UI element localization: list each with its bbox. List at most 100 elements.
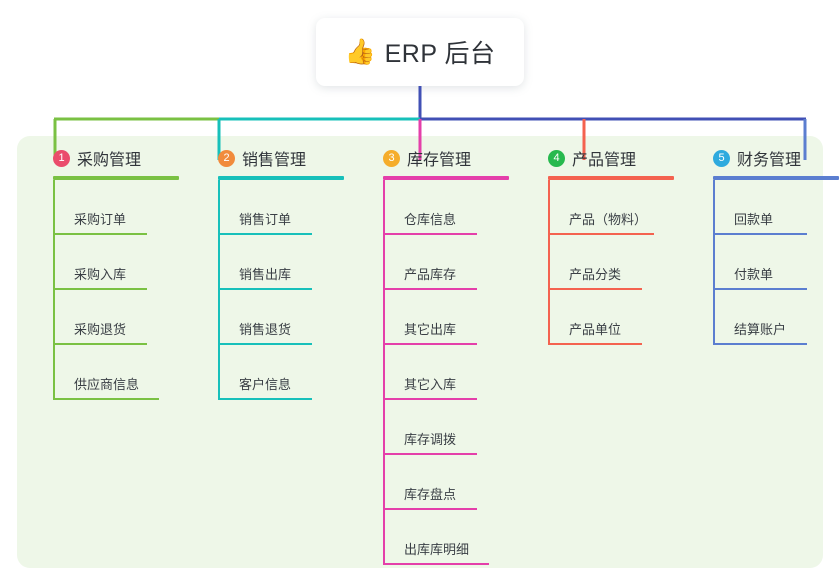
leaf-node[interactable]: 客户信息 bbox=[218, 345, 356, 400]
leaf-rule bbox=[218, 398, 312, 400]
leaf-rule bbox=[383, 563, 489, 565]
leaf-rule bbox=[713, 343, 807, 345]
leaf-node[interactable]: 产品（物料） bbox=[548, 180, 686, 235]
branch-title: 库存管理 bbox=[407, 152, 472, 169]
leaf-label: 库存盘点 bbox=[404, 487, 457, 502]
leaf-node[interactable]: 结算账户 bbox=[713, 290, 839, 345]
branch-items: 采购订单采购入库采购退货供应商信息 bbox=[53, 180, 191, 400]
branch-title: 销售管理 bbox=[242, 152, 307, 169]
leaf-rule bbox=[713, 288, 807, 290]
leaf-rule bbox=[218, 343, 312, 345]
branch-header-4[interactable]: 4 产品管理 bbox=[526, 146, 686, 170]
leaf-label: 销售出库 bbox=[239, 267, 292, 282]
branch-number-badge: 3 bbox=[383, 149, 400, 167]
leaf-label: 其它出库 bbox=[404, 322, 457, 337]
branch-spine bbox=[218, 180, 220, 400]
branch-title: 产品管理 bbox=[572, 152, 637, 169]
leaf-rule bbox=[548, 343, 642, 345]
leaf-node[interactable]: 采购订单 bbox=[53, 180, 191, 235]
leaf-node[interactable]: 产品单位 bbox=[548, 290, 686, 345]
leaf-rule bbox=[53, 398, 159, 400]
root-node-card[interactable]: 👍 ERP 后台 bbox=[316, 18, 524, 86]
leaf-label: 结算账户 bbox=[734, 322, 787, 337]
leaf-rule bbox=[383, 508, 477, 510]
leaf-node[interactable]: 采购入库 bbox=[53, 235, 191, 290]
leaf-rule bbox=[218, 233, 312, 235]
leaf-node[interactable]: 采购退货 bbox=[53, 290, 191, 345]
branch-header-rule bbox=[53, 176, 179, 180]
leaf-rule bbox=[383, 288, 477, 290]
leaf-label: 产品（物料） bbox=[569, 212, 648, 227]
branch-number-badge: 2 bbox=[218, 149, 235, 167]
branch-column-4: 4 产品管理产品（物料） 产品分类产品单位 bbox=[526, 146, 686, 345]
leaf-rule bbox=[53, 343, 147, 345]
branch-title: 采购管理 bbox=[77, 152, 142, 169]
leaf-node[interactable]: 销售退货 bbox=[218, 290, 356, 345]
leaf-node[interactable]: 销售订单 bbox=[218, 180, 356, 235]
leaf-rule bbox=[383, 453, 477, 455]
branch-items: 产品（物料） 产品分类产品单位 bbox=[548, 180, 686, 345]
leaf-node[interactable]: 库存盘点 bbox=[383, 455, 521, 510]
root-node-content: 👍 ERP 后台 bbox=[344, 34, 495, 70]
leaf-label: 采购退货 bbox=[74, 322, 127, 337]
branch-header-rule bbox=[218, 176, 344, 180]
branch-number-badge: 5 bbox=[713, 149, 730, 167]
leaf-label: 其它入库 bbox=[404, 377, 457, 392]
leaf-node[interactable]: 销售出库 bbox=[218, 235, 356, 290]
branch-column-3: 3 库存管理仓库信息产品库存其它出库其它入库库存调拨库存盘点出库库明细 bbox=[361, 146, 521, 565]
leaf-node[interactable]: 供应商信息 bbox=[53, 345, 191, 400]
leaf-label: 产品单位 bbox=[569, 322, 622, 337]
leaf-rule bbox=[548, 288, 642, 290]
branch-header-rule bbox=[548, 176, 674, 180]
leaf-rule bbox=[383, 343, 477, 345]
leaf-rule bbox=[548, 233, 654, 235]
branch-header-rule bbox=[383, 176, 509, 180]
branch-column-1: 1 采购管理采购订单采购入库采购退货供应商信息 bbox=[31, 146, 191, 400]
leaf-rule bbox=[53, 233, 147, 235]
leaf-rule bbox=[218, 288, 312, 290]
branch-items: 销售订单销售出库销售退货客户信息 bbox=[218, 180, 356, 400]
branch-header-2[interactable]: 2 销售管理 bbox=[196, 146, 356, 170]
leaf-label: 客户信息 bbox=[239, 377, 292, 392]
branch-column-5: 5 财务管理回款单付款单结算账户 bbox=[691, 146, 839, 345]
leaf-node[interactable]: 回款单 bbox=[713, 180, 839, 235]
branch-number-badge: 1 bbox=[53, 149, 70, 167]
thumbs-up-icon: 👍 bbox=[344, 37, 376, 66]
leaf-node[interactable]: 其它入库 bbox=[383, 345, 521, 400]
leaf-node[interactable]: 出库库明细 bbox=[383, 510, 521, 565]
leaf-label: 产品分类 bbox=[569, 267, 622, 282]
leaf-node[interactable]: 付款单 bbox=[713, 235, 839, 290]
leaf-node[interactable]: 产品分类 bbox=[548, 235, 686, 290]
leaf-node[interactable]: 库存调拨 bbox=[383, 400, 521, 455]
leaf-label: 供应商信息 bbox=[74, 377, 140, 392]
branch-number-badge: 4 bbox=[548, 149, 565, 167]
leaf-label: 付款单 bbox=[734, 267, 774, 282]
leaf-label: 产品库存 bbox=[404, 267, 457, 282]
branch-header-3[interactable]: 3 库存管理 bbox=[361, 146, 521, 170]
leaf-label: 采购入库 bbox=[74, 267, 127, 282]
branch-items: 回款单付款单结算账户 bbox=[713, 180, 839, 345]
branch-title: 财务管理 bbox=[737, 152, 802, 169]
branch-header-5[interactable]: 5 财务管理 bbox=[691, 146, 839, 170]
branch-header-rule bbox=[713, 176, 839, 180]
leaf-label: 回款单 bbox=[734, 212, 774, 227]
leaf-label: 库存调拨 bbox=[404, 432, 457, 447]
leaf-label: 销售订单 bbox=[239, 212, 292, 227]
leaf-rule bbox=[383, 398, 477, 400]
branch-header-1[interactable]: 1 采购管理 bbox=[31, 146, 191, 170]
leaf-rule bbox=[53, 288, 147, 290]
leaf-node[interactable]: 产品库存 bbox=[383, 235, 521, 290]
leaf-label: 仓库信息 bbox=[404, 212, 457, 227]
branch-spine bbox=[383, 180, 385, 565]
leaf-label: 采购订单 bbox=[74, 212, 127, 227]
branch-column-2: 2 销售管理销售订单销售出库销售退货客户信息 bbox=[196, 146, 356, 400]
leaf-label: 出库库明细 bbox=[404, 542, 470, 557]
branch-spine bbox=[713, 180, 715, 345]
leaf-node[interactable]: 仓库信息 bbox=[383, 180, 521, 235]
leaf-rule bbox=[383, 233, 477, 235]
leaf-node[interactable]: 其它出库 bbox=[383, 290, 521, 345]
leaf-label: 销售退货 bbox=[239, 322, 292, 337]
branch-panel bbox=[17, 136, 823, 568]
branch-spine bbox=[53, 180, 55, 400]
